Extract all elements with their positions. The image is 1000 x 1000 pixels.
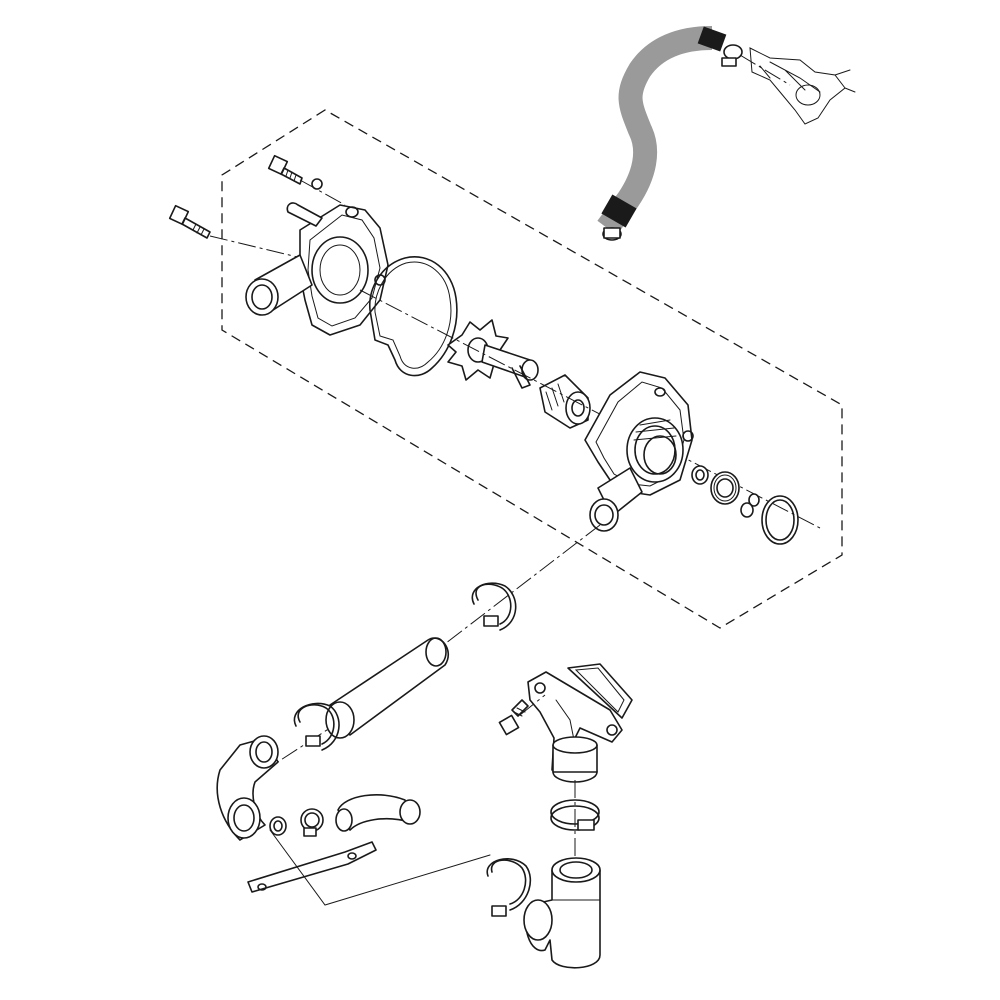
mounting-bracket[interactable] xyxy=(247,841,377,893)
o-ring[interactable] xyxy=(761,495,799,545)
bypass-hose[interactable] xyxy=(597,26,727,236)
mechanical-seal[interactable] xyxy=(539,374,591,429)
pump-gasket[interactable] xyxy=(369,256,458,377)
washer-small[interactable] xyxy=(748,493,760,507)
centerline-outlet xyxy=(249,524,601,781)
hose-clamp-upper[interactable] xyxy=(471,582,517,631)
thermostat-gasket[interactable] xyxy=(567,663,633,719)
centerline-bolt-thermo xyxy=(519,694,546,716)
coolant-hose-main[interactable] xyxy=(325,637,450,739)
elbow-pipe[interactable] xyxy=(216,735,279,841)
circlip[interactable] xyxy=(740,502,754,518)
bearing-small[interactable] xyxy=(691,465,709,485)
washer-upper[interactable] xyxy=(311,178,323,190)
centerline-bypass xyxy=(739,54,791,86)
hose-clamp-small-bottom[interactable] xyxy=(602,227,622,241)
water-pump-cover[interactable] xyxy=(245,202,389,336)
hose-clamp-small-top[interactable] xyxy=(721,44,743,67)
bolt-long[interactable] xyxy=(168,204,211,239)
bent-hose-small[interactable] xyxy=(335,794,421,832)
engine-fitting xyxy=(749,47,856,125)
bolt-upper[interactable] xyxy=(267,154,303,185)
small-bushing[interactable] xyxy=(269,816,287,836)
thermostat-bolt[interactable] xyxy=(498,699,529,736)
hose-clamp-small-left[interactable] xyxy=(300,808,324,837)
thermostat-cover[interactable] xyxy=(527,671,623,783)
bearing-large[interactable] xyxy=(710,471,740,505)
outlet-pipe[interactable] xyxy=(523,857,601,969)
pump-assembly-boundary xyxy=(221,109,843,629)
hose-clamp-bottom[interactable] xyxy=(486,858,532,917)
water-pump-body[interactable] xyxy=(584,371,694,532)
pump-shaft[interactable] xyxy=(481,344,539,389)
leader-line-elbow xyxy=(269,829,491,906)
centerline-bolt-upper xyxy=(299,179,346,206)
hose-clamp-thermo[interactable] xyxy=(550,799,600,831)
hose-clamp-middle[interactable] xyxy=(293,702,340,751)
